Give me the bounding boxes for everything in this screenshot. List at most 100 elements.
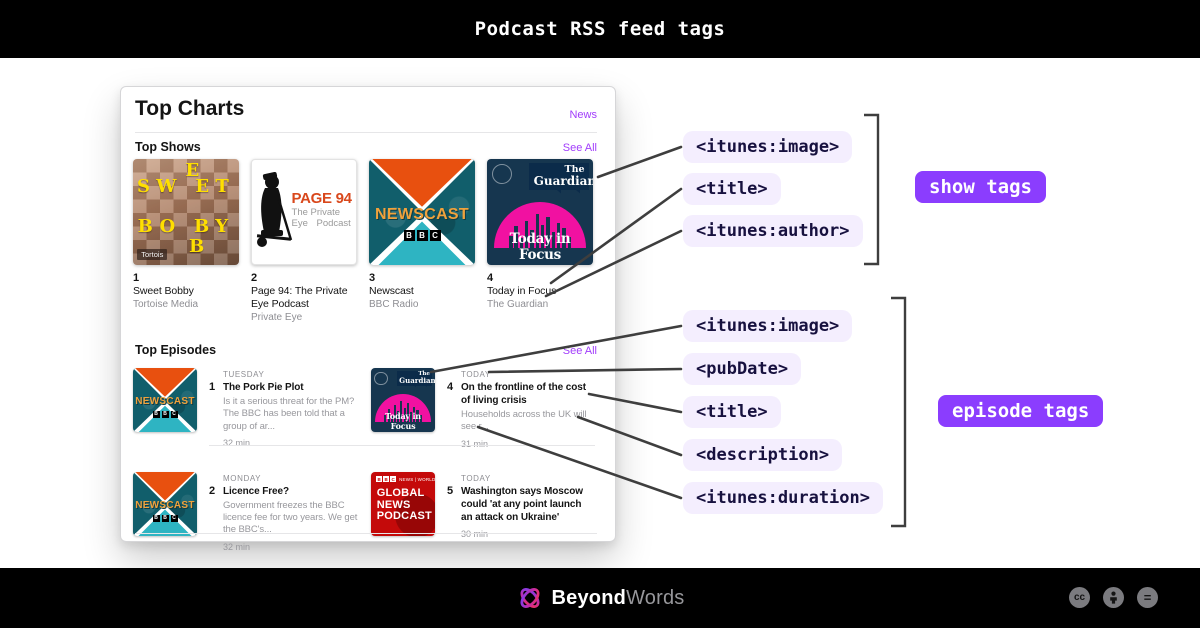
show-author: Private Eye — [251, 312, 303, 324]
divider — [135, 132, 597, 133]
show-tags-badge: show tags — [915, 171, 1046, 203]
global-news-podcast-artwork[interactable]: BBC NEWS | WORLD SERVICE GLOBAL NEWS POD… — [371, 471, 435, 536]
episode-pubdate: MONDAY — [223, 473, 262, 483]
episode-duration: 32 min — [223, 438, 251, 449]
episode-text: MONDAY 2 Licence Free? Government freeze… — [209, 472, 359, 552]
equalizer-bars-decoration — [379, 398, 426, 422]
episode-row-cost-of-living[interactable]: The Guardian Today in Focus TODAY 4 On t… — [371, 368, 595, 449]
guardian-logo-line: The — [564, 164, 585, 176]
brand-light: Words — [626, 586, 685, 609]
episode-pubdate: TODAY — [461, 370, 491, 379]
episode-text: TODAY 5 Washington says Moscow could 'at… — [447, 472, 595, 552]
today-in-focus-title: Today in Focus — [385, 410, 421, 431]
bbc-block: C — [429, 230, 441, 242]
page94-artwork[interactable]: PAGE 94 The Private Eye Podcast — [251, 159, 357, 265]
show-name: Page 94: The Private Eye Podcast — [251, 285, 348, 311]
episode-description: Is it a serious threat for the PM? The B… — [223, 396, 355, 432]
guardian-logo: The Guardian — [529, 163, 593, 191]
episode-rank: 4 — [447, 381, 454, 393]
newscast-title: NEWSCAST — [135, 396, 195, 408]
creative-commons-icon[interactable]: cc — [1069, 587, 1090, 608]
sweet-bobby-artwork[interactable]: E SW ET BO BY B Tortois — [133, 159, 239, 265]
guardian-logo: The Guardian — [396, 370, 435, 387]
show-rank: 2 — [251, 272, 258, 284]
footer-bar: BeyondWords cc = — [0, 568, 1200, 628]
bbc-block: B — [416, 230, 428, 242]
episode-text: TODAY 4 On the frontline of the cost of … — [447, 368, 595, 449]
see-all-shows-link[interactable]: See All — [562, 142, 597, 154]
speech-tail-decoration — [423, 383, 428, 388]
show-rank: 4 — [487, 272, 494, 284]
episode-rank: 2 — [209, 484, 216, 497]
show-tile-sweet-bobby[interactable]: E SW ET BO BY B Tortois 1 Sweet Bobby To… — [133, 159, 239, 323]
episode-title: The Pork Pie Plot — [223, 382, 304, 393]
show-tags-bracket — [864, 113, 880, 266]
page94-subtitle: Podcast — [316, 218, 351, 230]
top-charts-heading: Top Charts — [135, 97, 245, 120]
episode-text: TUESDAY 1 The Pork Pie Plot Is it a seri… — [209, 368, 359, 449]
artwork-letters: B — [189, 236, 211, 258]
tag-pill-description: <description> — [683, 439, 843, 471]
episode-pubdate: TUESDAY — [223, 370, 265, 379]
tag-pill-pubdate: <pubDate> — [683, 353, 802, 385]
newscast-title: NEWSCAST — [135, 499, 195, 511]
episode-pubdate: TODAY — [461, 473, 491, 483]
tag-pill-itunes-author: <itunes:author> — [683, 215, 863, 247]
episode-duration: 32 min — [223, 541, 251, 552]
bbc-news-world-service-logo: BBC NEWS | WORLD SERVICE — [376, 476, 435, 483]
show-tile-page94[interactable]: PAGE 94 The Private Eye Podcast 2 Page 9… — [251, 159, 357, 323]
episode-tags-badge: episode tags — [938, 395, 1104, 427]
award-badge-decoration — [374, 371, 388, 386]
show-tile-today-in-focus[interactable]: The Guardian Today in Focus 4 Today in F… — [487, 159, 593, 323]
award-badge-decoration — [492, 164, 513, 185]
show-rank: 3 — [369, 272, 376, 284]
today-in-focus-artwork[interactable]: The Guardian Today in Focus — [487, 159, 593, 265]
news-link[interactable]: News — [569, 109, 597, 121]
attribution-person-icon[interactable] — [1103, 587, 1124, 608]
page94-cartoon-illustration — [256, 172, 293, 248]
tag-pill-title-episode: <title> — [683, 396, 781, 428]
tortoise-logo: Tortois — [137, 248, 168, 260]
brand-bold: Beyond — [551, 586, 627, 609]
artwork-letters: E — [185, 160, 206, 182]
tag-pill-itunes-image-episode: <itunes:image> — [683, 310, 853, 342]
artwork-letters: BO BY — [137, 216, 235, 238]
today-in-focus-title: Today in Focus — [509, 230, 571, 263]
tag-pill-itunes-image-show: <itunes:image> — [683, 131, 853, 163]
header-bar: Podcast RSS feed tags — [0, 0, 1200, 58]
gnp-title-line: NEWS — [376, 498, 411, 511]
newscast-title: NEWSCAST — [375, 205, 469, 223]
episode-title: Licence Free? — [223, 485, 289, 497]
episode-rank: 5 — [447, 484, 454, 497]
top-episodes-heading: Top Episodes — [135, 343, 217, 357]
see-all-episodes-link[interactable]: See All — [562, 345, 597, 357]
tag-pill-title-show: <title> — [683, 173, 781, 205]
license-icons: cc = — [1069, 587, 1158, 608]
episode-duration: 31 min — [461, 438, 489, 449]
no-derivatives-icon[interactable]: = — [1137, 587, 1158, 608]
episode-row-washington-moscow[interactable]: BBC NEWS | WORLD SERVICE GLOBAL NEWS POD… — [371, 471, 595, 552]
tag-pill-itunes-duration: <itunes:duration> — [683, 482, 883, 514]
top-shows-heading: Top Shows — [135, 140, 201, 154]
beyondwords-icon — [520, 588, 540, 608]
gnp-title-line: GLOBAL — [376, 487, 425, 500]
gnp-title-line: PODCAST — [376, 510, 432, 523]
episode-description: Households across the UK will see r... — [461, 409, 587, 433]
page94-subtitle: The Private Eye — [291, 206, 341, 229]
today-in-focus-episode-artwork[interactable]: The Guardian Today in Focus — [371, 368, 435, 432]
show-name: Today in Focus — [487, 285, 557, 297]
top-shows-row: E SW ET BO BY B Tortois 1 Sweet Bobby To… — [133, 159, 593, 323]
show-name: Newscast — [369, 285, 414, 297]
beyondwords-logo[interactable]: BeyondWords — [516, 584, 685, 612]
episode-rank: 1 — [209, 381, 216, 393]
bbc-block: B — [403, 230, 415, 242]
